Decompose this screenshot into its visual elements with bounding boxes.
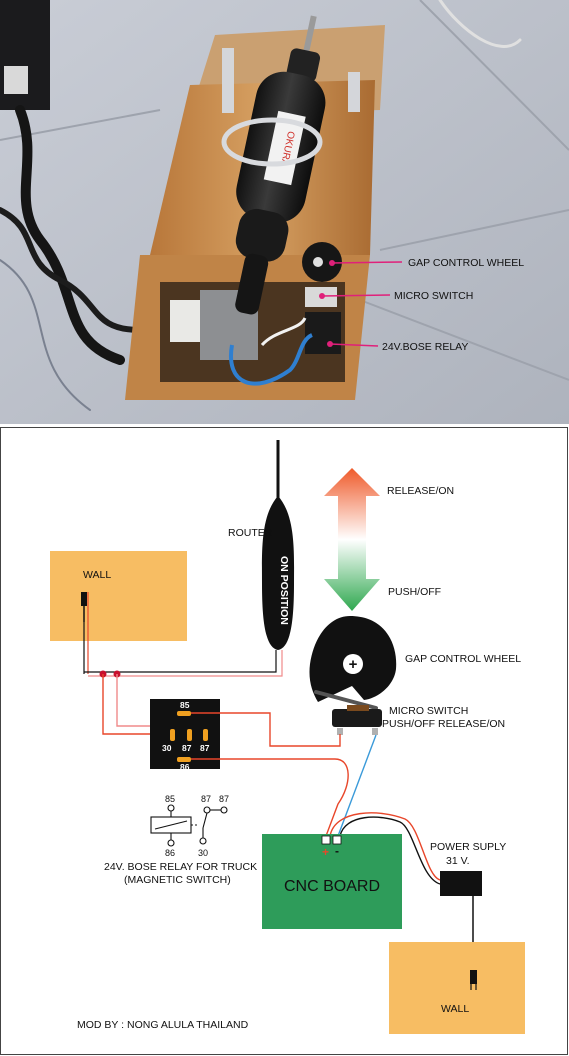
relay-caption-2: (MAGNETIC SWITCH) — [124, 874, 231, 886]
cables — [0, 0, 522, 411]
symbol-pin-87a: 87 — [201, 794, 211, 804]
rail-left — [222, 48, 234, 113]
relay-pin-87b-bar — [203, 729, 208, 741]
gap-wheel-plus: + — [349, 656, 358, 673]
cnc-terminal-plus — [321, 835, 331, 845]
gap-wheel-label: GAP CONTROL WHEEL — [405, 653, 521, 665]
wall-bottom-label: WALL — [441, 1003, 469, 1015]
cnc-terminal-minus — [332, 835, 342, 845]
relay-pin-87b: 87 — [200, 743, 210, 753]
cnc-router-photo: OKURA GAP CONTROL WHEEL MICRO SWITCH 24V… — [0, 0, 569, 424]
cnc-board-label: CNC BOARD — [284, 878, 380, 895]
power-supply-voltage: 31 V. — [446, 855, 470, 867]
router-tool: OKURA — [235, 15, 326, 315]
push-off-label: PUSH/OFF — [388, 586, 441, 598]
gap-wheel-hub — [313, 257, 323, 267]
wire-junction-right-to-relay-87 — [116, 674, 150, 727]
rail-right — [348, 72, 360, 112]
relay-pin-87a-bar — [187, 729, 192, 741]
router-label: ROUTER — [228, 527, 273, 539]
terminal-block — [170, 300, 204, 342]
micro-switch-label: MICRO SWITCH — [389, 705, 468, 717]
wire-router-pink — [88, 650, 283, 677]
photo-label-gap-wheel: GAP CONTROL WHEEL — [408, 257, 524, 269]
wire-cnc-to-psu-black — [339, 816, 441, 885]
relay-pin-30: 30 — [162, 743, 172, 753]
power-supply — [440, 871, 482, 896]
wire-cnc-to-psu-red — [329, 812, 441, 881]
router-body — [261, 496, 295, 650]
router-on-position-label: ON POSITION — [278, 556, 290, 625]
wire-relay-85-to-switch — [191, 712, 341, 747]
micro-switch-button — [347, 705, 369, 711]
relay-pin-85: 85 — [180, 700, 190, 710]
cnc-board — [262, 834, 402, 929]
clamp-ring — [221, 117, 323, 167]
wall-top — [50, 551, 187, 641]
photo-label-micro-switch: MICRO SWITCH — [394, 290, 473, 302]
gap-wheel-center — [343, 654, 363, 674]
cnc-minus-label: - — [335, 844, 339, 858]
blue-wire — [228, 333, 314, 386]
wire-relay-86-to-cnc-plus — [191, 758, 349, 837]
photo-callouts — [319, 260, 403, 347]
wall-bottom — [389, 942, 525, 1034]
white-wire — [260, 317, 307, 347]
release-push-arrow — [324, 468, 380, 611]
relay-pin-30-bar — [170, 729, 175, 741]
wire-switch-to-cnc-minus — [337, 734, 377, 837]
relay-pin-86: 86 — [180, 762, 190, 772]
symbol-pin-30: 30 — [198, 848, 208, 858]
credit-label: MOD BY : NONG ALULA THAILAND — [77, 1019, 249, 1031]
wire-junction-left-to-relay-30 — [102, 674, 160, 735]
symbol-pin-86: 86 — [165, 848, 175, 858]
micro-switch-modes-label: PUSH/OFF RELEASE/ON — [382, 718, 505, 730]
release-on-label: RELEASE/ON — [387, 485, 454, 497]
wire-router-black — [84, 650, 277, 673]
wall-plug-top — [81, 592, 89, 674]
relay-photo — [305, 312, 341, 354]
symbol-pin-87b: 87 — [219, 794, 229, 804]
cnc-plus-label: + — [322, 845, 329, 859]
relay-caption-1: 24V. BOSE RELAY FOR TRUCK — [104, 861, 257, 873]
relay-symbol — [150, 804, 228, 847]
power-supply-label: POWER SUPLY — [430, 841, 506, 853]
relay-pin-86-bar — [177, 757, 191, 762]
micro-switch-pin-1 — [337, 728, 343, 735]
wall-plug-bottom — [470, 970, 477, 984]
relay-pin-87a: 87 — [182, 743, 192, 753]
micro-switch — [332, 709, 382, 727]
symbol-pin-85: 85 — [165, 794, 175, 804]
micro-switch-pin-2 — [372, 728, 378, 735]
wiring-diagram: WALL ON POSITION ROUTER RELEASE/ON PUSH/… — [0, 427, 568, 1055]
adapter-sticker — [4, 66, 28, 94]
wall-top-label: WALL — [83, 569, 111, 581]
photo-label-relay: 24V.BOSE RELAY — [382, 341, 468, 353]
relay-pin-85-bar — [177, 711, 191, 716]
